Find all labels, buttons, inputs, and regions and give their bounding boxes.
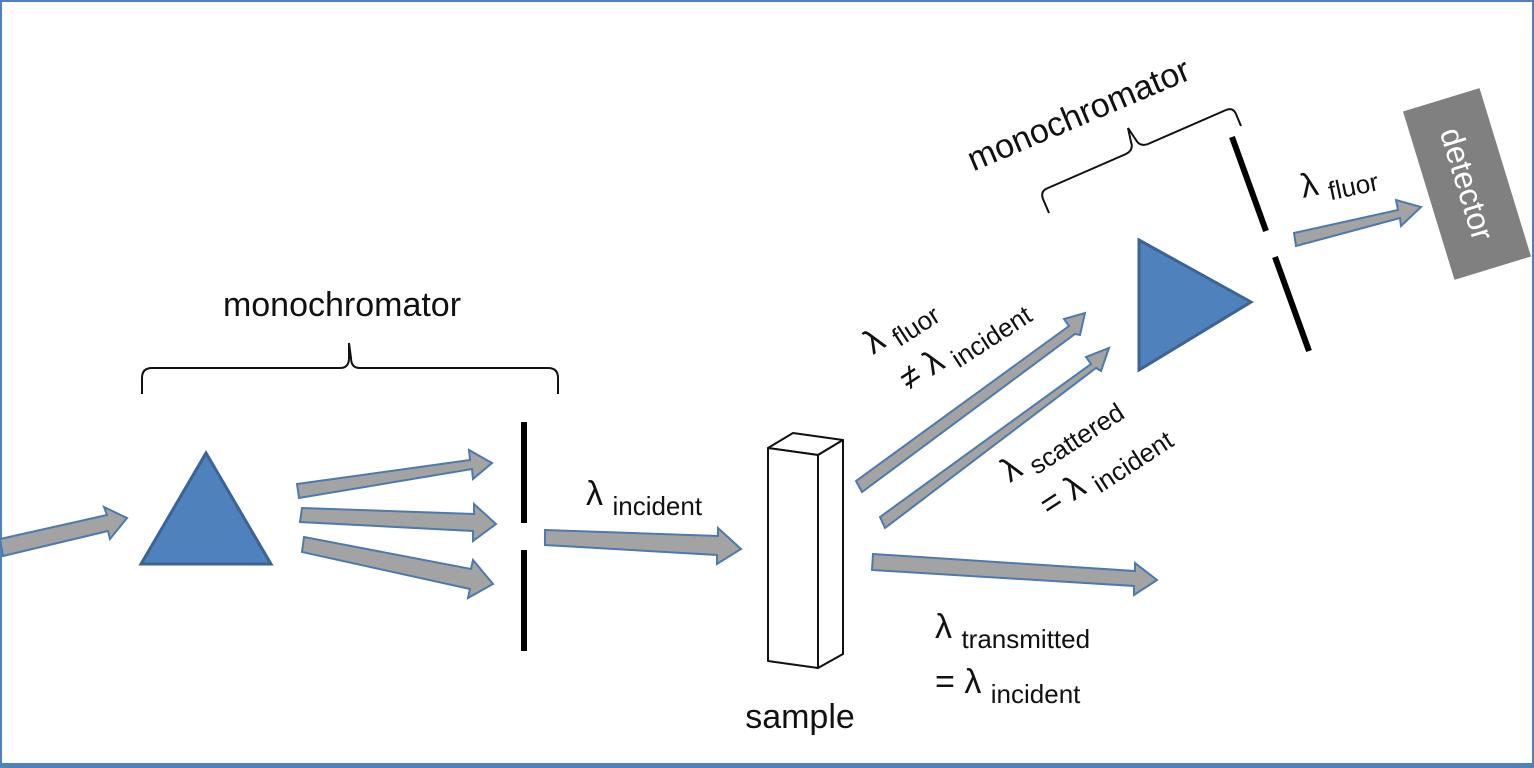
frame-bottom-bar <box>0 763 1534 768</box>
lambda-symbol: λ <box>935 608 952 646</box>
right-slit-lower <box>1272 255 1312 353</box>
scattered-beam-label: λ scattered = λ incident <box>994 397 1180 524</box>
lambda-transmitted-label: λ transmitted <box>935 608 1090 654</box>
left-monochromator-brace <box>141 342 559 394</box>
dispersed-beam-middle-arrow <box>298 501 498 543</box>
sample-label: sample <box>745 698 855 736</box>
left-prism <box>138 450 274 566</box>
filtered-fluorescence-arrow <box>1292 198 1423 248</box>
left-monochromator-label: monochromator <box>223 286 461 324</box>
right-monochromator-brace <box>1041 108 1242 214</box>
right-prism <box>1137 237 1254 373</box>
lambda-incident-subscript: incident <box>612 491 702 521</box>
lambda-symbol: λ <box>1297 165 1322 206</box>
transmitted-equals-incident-label: = λ incident <box>935 663 1081 709</box>
incident-beam-arrow <box>544 525 743 566</box>
right-slit-upper <box>1229 135 1269 233</box>
detector-rect <box>1403 88 1531 280</box>
fluorescence-beam-label: λ fluor ≠ λ incident <box>857 287 1038 403</box>
lambda-incident-subscript: incident <box>991 679 1081 709</box>
input-beam-arrow <box>0 505 129 558</box>
not-equal-incident-label: ≠ λ incident <box>892 287 1038 403</box>
sample-cuvette <box>767 432 844 669</box>
lambda-fluor-subscript: fluor <box>1326 166 1382 206</box>
cuvette-side <box>817 439 844 669</box>
lambda-fluor-label: λ fluor <box>1297 153 1382 212</box>
lambda-symbol: λ <box>964 663 981 701</box>
detector-box: detector <box>1403 88 1531 280</box>
right-monochromator-label: monochromator <box>962 51 1196 179</box>
cuvette-front <box>767 447 819 669</box>
transmitted-beam-arrow <box>870 552 1159 597</box>
fluorescence-beam-arrow <box>854 311 1087 494</box>
beam-arrows <box>0 198 1423 600</box>
scattered-beam-arrow <box>878 346 1111 530</box>
lambda-transmitted-subscript: transmitted <box>961 624 1090 654</box>
right-slit <box>1229 135 1312 353</box>
lambda-incident-label: λ incident <box>586 475 703 521</box>
dispersed-beam-upper-arrow <box>295 448 494 500</box>
lambda-symbol: λ <box>586 475 603 513</box>
equals-symbol: = <box>935 663 955 701</box>
dispersed-beam-lower-arrow <box>300 535 495 600</box>
